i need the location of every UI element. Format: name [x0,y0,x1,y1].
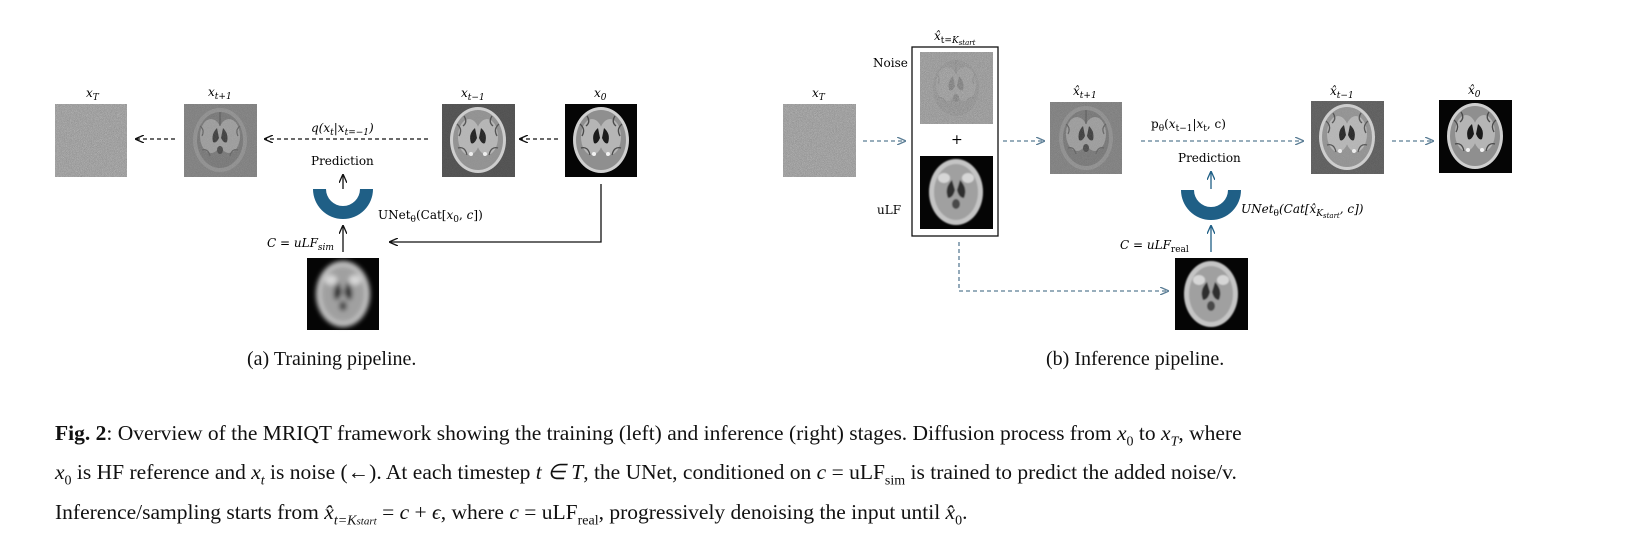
training-pipeline: xT xt+1 xt−1 x0 q(xt|xt=−1) Prediction [55,85,637,330]
training-unet-shape [313,189,373,219]
caption-math-sub: t=K [333,512,357,528]
training-xT-image [55,104,127,177]
caption-text: Inference/sampling starts from [55,499,325,524]
training-ulf-sim-image [307,258,379,330]
caption-math: x [1116,421,1127,445]
inference-pipeline: xT x̂t=Kstart Noise + uLF x̂t+1 pθ(xt−1|… [783,29,1512,330]
training-condition-label: C = uLFsim [267,236,334,253]
inference-unet-label: UNetθ(Cat[x̂Kstart, c]) [1241,202,1364,220]
training-xt1-label: xt+1 [208,85,232,102]
caption-math: c [816,460,827,485]
caption-text: to [1133,421,1162,445]
caption-math-sub: 0 [955,512,963,528]
training-xt1-image [184,104,257,177]
caption-math: x̂ [324,499,334,524]
caption-text: , progressively denoising the input unti… [598,499,946,524]
caption-math: c [399,499,410,524]
caption-text: , the UNet, conditioned on [583,460,817,485]
caption-text: , where [440,499,510,524]
caption-math: x [1161,421,1171,445]
training-subcaption: (a) Training pipeline. [247,348,417,370]
caption-math: x [55,460,65,485]
inference-xT-label: xT [812,86,826,103]
inference-condition-label: C = uLFreal [1120,238,1189,255]
figure-canvas: xT xt+1 xt−1 x0 q(xt|xt=−1) Prediction [55,29,1512,330]
caption-math-sub: 0 [1126,434,1134,450]
caption-text: is HF reference and [71,460,252,485]
caption-text: , where [1178,421,1242,445]
caption-math: t ∈ T [535,460,584,485]
inference-reverse-label: pθ(xt−1|xt, c) [1151,117,1226,134]
caption-math-sub: t [260,473,265,489]
training-x0-image [565,104,637,177]
caption-math: x̂ [945,499,956,524]
caption-math-sub: sim [884,473,906,489]
caption-text: . [962,499,968,524]
inference-xtm1-image [1311,101,1384,174]
caption-math: x [251,460,261,485]
training-forward-label: q(xt|xt=−1) [311,121,374,138]
inference-noise-label: Noise [873,56,908,70]
training-x0-label: x0 [594,86,607,103]
caption-text: is trained to predict the added noise/v. [905,460,1237,485]
caption-label: Fig. 2 [55,421,107,445]
inference-xt1-image [1050,102,1122,174]
inference-x0-image [1439,100,1512,173]
caption-text: is noise (←). At each timestep [264,460,536,485]
caption-text: + [409,499,433,524]
training-prediction-label: Prediction [311,154,374,168]
training-unet-label: UNetθ(Cat[x0, c]) [378,208,483,225]
caption-math-subsub: start [356,514,377,527]
inference-subcaption: (b) Inference pipeline. [1046,348,1225,370]
caption-text: = uLF [826,460,885,485]
figure-caption: Fig. 2: Overview of the MRIQT framework … [55,418,1585,536]
inference-xt1-label: x̂t+1 [1073,84,1097,101]
inference-prediction-label: Prediction [1178,151,1241,165]
caption-math-sub: T [1170,434,1179,450]
inference-ulf-label: uLF [877,203,901,217]
caption-text: = uLF [518,499,578,524]
inference-box-to-ulf-real-line [958,242,1168,291]
inference-xT-image [783,104,856,177]
training-xT-label: xT [86,86,100,103]
training-x0-to-condition-line [390,184,602,242]
caption-math-sub: 0 [64,473,72,489]
training-xtm1-image [442,104,515,177]
caption-math-sub: real [577,512,599,528]
inference-x0-label: x̂0 [1468,83,1481,100]
inference-ulf-real-image [1175,258,1248,330]
inference-start-label: x̂t=Kstart [934,29,976,47]
inference-ulf-image [920,156,993,229]
inference-noise-image [920,52,993,124]
caption-math: ϵ [432,499,441,524]
training-xtm1-label: xt−1 [461,86,485,103]
caption-text-1: : Overview of the MRIQT framework showin… [106,421,1117,445]
inference-unet-shape [1181,190,1241,220]
caption-text: = [376,499,400,524]
inference-start-box [911,46,999,237]
caption-math: c [509,499,519,524]
inference-xtm1-label: x̂t−1 [1330,84,1354,101]
inference-plus-label: + [951,132,963,148]
